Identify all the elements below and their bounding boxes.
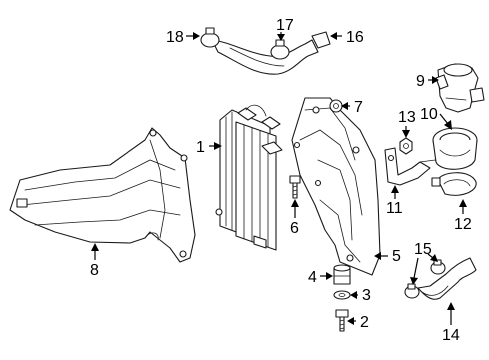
callout-number: 4 [308, 269, 317, 286]
lower-hose-part [417, 257, 477, 300]
callout-number: 16 [346, 29, 364, 46]
callout-6: 6 [290, 199, 299, 237]
callout-number: 15 [414, 241, 432, 258]
callout-2: 2 [347, 314, 369, 331]
callout-number: 8 [90, 262, 99, 279]
callout-13: 13 [398, 109, 416, 138]
callout-number: 9 [416, 73, 425, 90]
callout-10: 10 [420, 106, 452, 130]
bolt-2-part [335, 309, 349, 332]
nut-13-part [399, 137, 413, 155]
callout-12: 12 [454, 199, 472, 233]
callout-number: 5 [392, 248, 401, 265]
callout-number: 2 [360, 314, 369, 331]
callout-18: 18 [166, 29, 200, 46]
air-duct-part [9, 127, 196, 263]
callout-number: 6 [290, 220, 299, 237]
callout-number: 12 [454, 216, 472, 233]
callout-number: 7 [354, 99, 363, 116]
callout-number: 13 [398, 109, 416, 126]
callout-number: 14 [442, 327, 460, 344]
upper-hose-part [211, 31, 331, 75]
radiator-part [215, 104, 283, 251]
callout-number: 18 [166, 29, 184, 46]
callout-14: 14 [442, 302, 460, 344]
callout-4: 4 [308, 269, 333, 286]
callout-number: 10 [420, 106, 438, 123]
callout-5: 5 [374, 248, 401, 265]
hose-clamp-18-part [200, 27, 220, 48]
hose-clamp-17-part [270, 39, 290, 60]
callout-1: 1 [196, 139, 222, 156]
callout-17: 17 [276, 17, 294, 41]
callout-number: 17 [276, 17, 294, 34]
callout-15: 15 [410, 241, 438, 285]
callout-number: 11 [386, 200, 403, 217]
callout-3: 3 [350, 287, 371, 304]
pump-part [435, 63, 485, 113]
clamp-part [431, 172, 477, 196]
callout-11: 11 [386, 185, 403, 217]
callout-16: 16 [330, 29, 364, 46]
callout-number: 1 [196, 139, 205, 156]
callout-8: 8 [90, 243, 99, 279]
pump-insulator-part [432, 127, 478, 170]
grommet-part [333, 264, 351, 285]
callout-7: 7 [341, 99, 363, 116]
washer-part [333, 290, 351, 300]
callout-number: 3 [362, 287, 371, 304]
bracket-part [291, 97, 381, 276]
nut-7-part [329, 99, 343, 113]
bolt-6-part [289, 175, 301, 199]
callout-9: 9 [416, 73, 439, 90]
